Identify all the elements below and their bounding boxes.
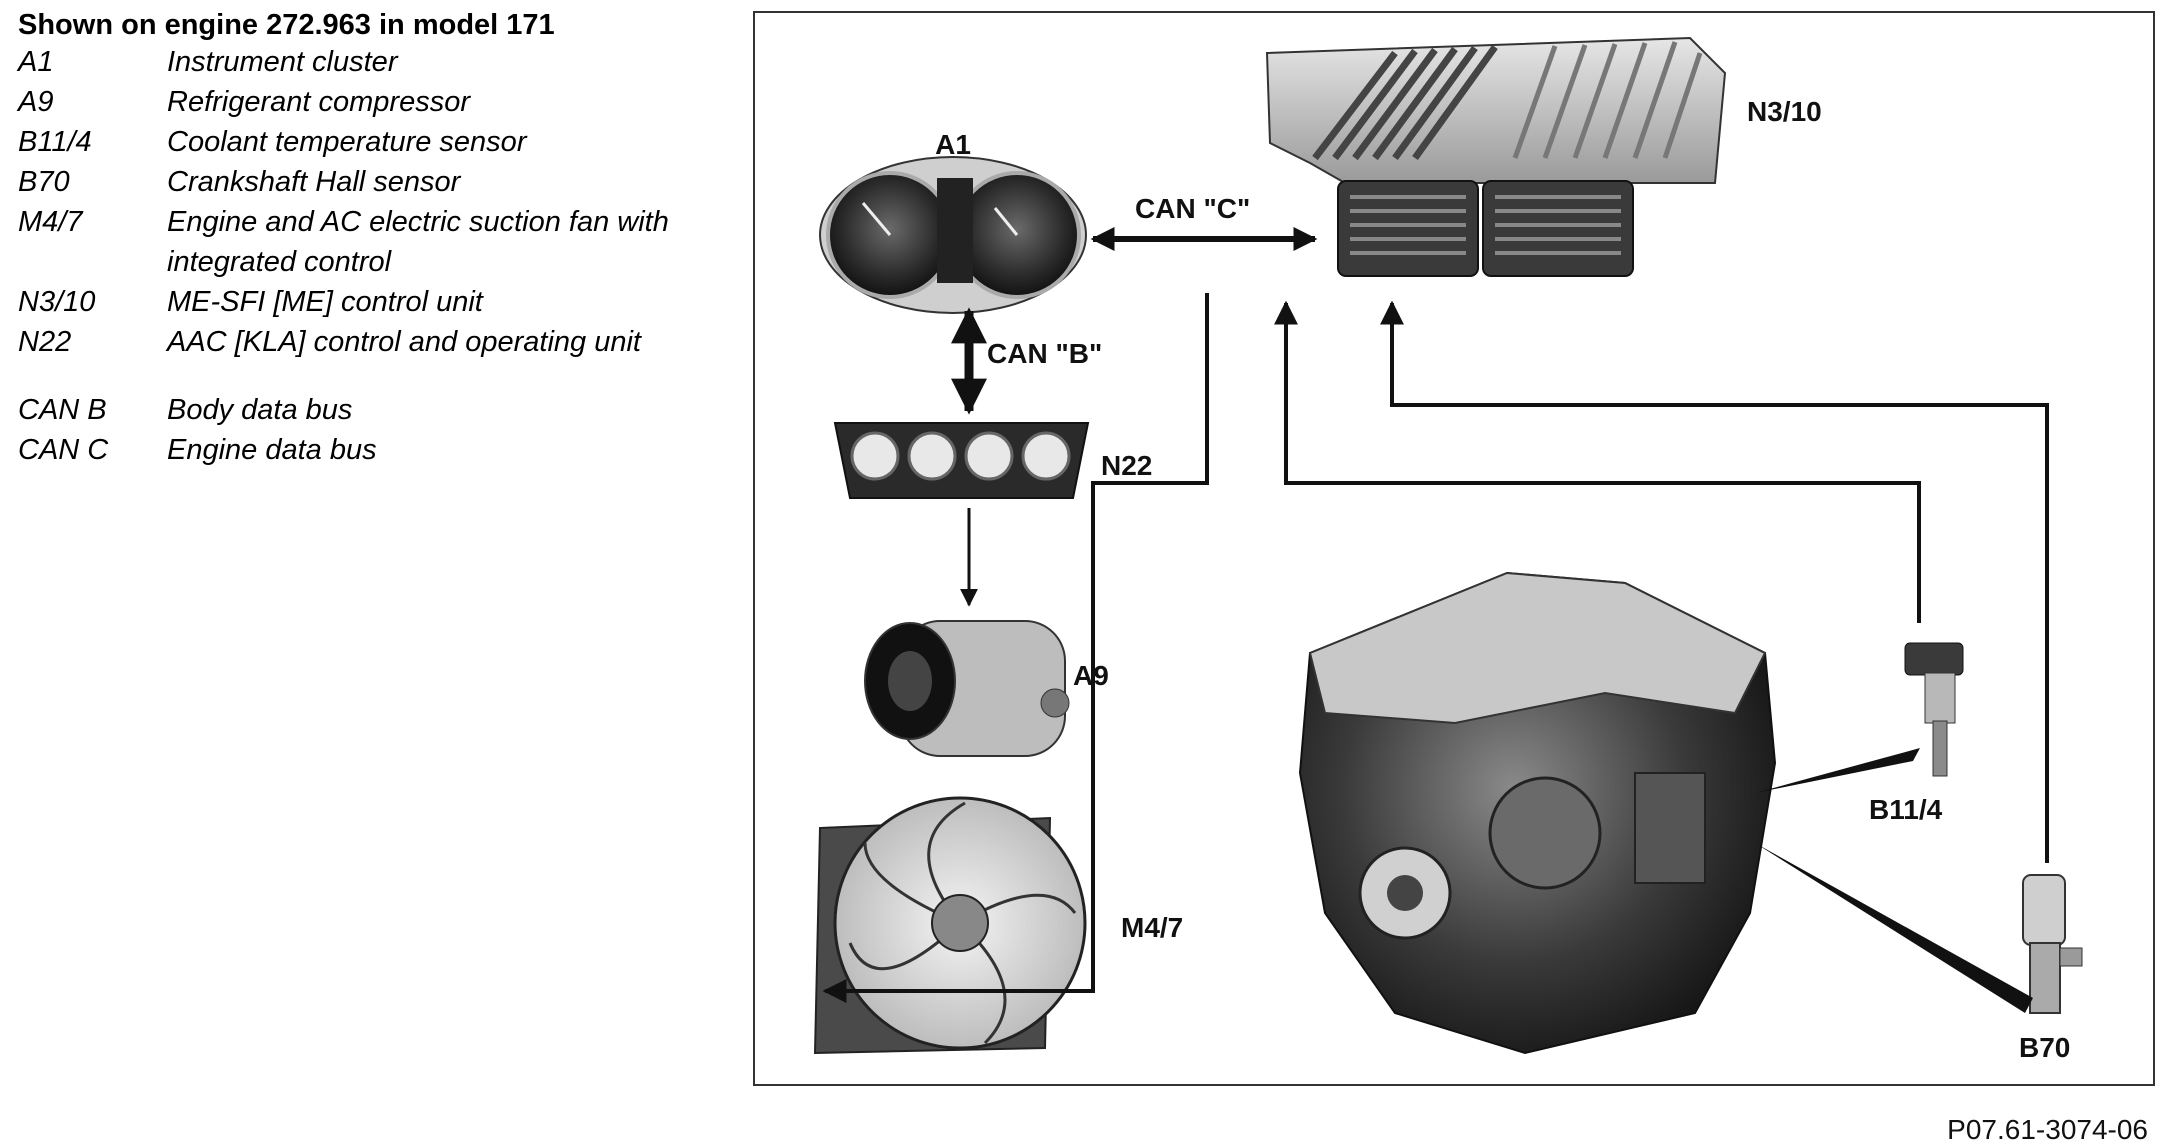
engine-icon (1298, 571, 1777, 1055)
b70-pointer (1755, 843, 2033, 1013)
label-a1: A1 (935, 129, 971, 160)
legend-description: Instrument cluster (167, 46, 398, 78)
legend-code: A1 (18, 46, 54, 78)
legend-item: B11/4 Coolant temperature sensor (18, 122, 718, 162)
b11-4-pointer (1755, 748, 1920, 793)
b70-to-n3-10-line (1380, 300, 2049, 863)
legend-item: A1 Instrument cluster (18, 42, 718, 82)
label-m4-7: M4/7 (1121, 912, 1183, 943)
instrument-cluster-a1-icon (819, 156, 1087, 314)
legend-bus-item: CAN C Engine data bus (18, 430, 718, 470)
diagram-canvas: N3/10 A1 CAN "C" CAN "B" N22 (813, 36, 2083, 1063)
label-b70: B70 (2019, 1032, 2070, 1063)
n3-10-to-m4-7-line (822, 293, 1209, 1003)
diagram-frame: N3/10 A1 CAN "C" CAN "B" N22 (753, 11, 2155, 1086)
legend-description: Refrigerant compressor (167, 86, 470, 118)
legend-title: Shown on engine 272.963 in model 171 (18, 9, 555, 41)
legend-item: B70 Crankshaft Hall sensor (18, 162, 718, 202)
legend-code: CAN C (18, 434, 109, 466)
legend: Shown on engine 272.963 in model 171 A1 … (18, 8, 718, 470)
control-panel-n22-icon (833, 422, 1090, 499)
suction-fan-m4-7-icon (813, 796, 1087, 1055)
legend-description: Engine data bus (167, 434, 377, 466)
control-unit-n3-10-icon (1265, 36, 1727, 277)
legend-code: N3/10 (18, 286, 96, 318)
crankshaft-hall-sensor-b70-icon (2022, 874, 2083, 1014)
label-n3-10: N3/10 (1747, 96, 1822, 127)
legend-item: N22 AAC [KLA] control and operating unit (18, 322, 718, 362)
legend-description: Coolant temperature sensor (167, 126, 527, 158)
legend-code: CAN B (18, 394, 107, 426)
legend-item: M4/7 Engine and AC electric suction fan … (18, 202, 718, 282)
b11-4-to-n3-10-line (1274, 300, 1921, 623)
legend-code: M4/7 (18, 206, 83, 238)
legend-item: N3/10 ME-SFI [ME] control unit (18, 282, 718, 322)
coolant-temperature-sensor-b11-4-icon (1904, 642, 1964, 777)
document-id: P07.61-3074-06 (1947, 1114, 2148, 1145)
legend-item: A9 Refrigerant compressor (18, 82, 718, 122)
legend-description: ME-SFI [ME] control unit (167, 286, 483, 318)
legend-spacer (18, 362, 718, 390)
legend-description: Body data bus (167, 394, 353, 426)
refrigerant-compressor-a9-icon (864, 620, 1070, 757)
label-n22: N22 (1101, 450, 1152, 481)
legend-description: Engine and AC electric suction fan with … (167, 206, 669, 278)
legend-code: B11/4 (18, 126, 92, 158)
label-can-c: CAN "C" (1135, 193, 1250, 224)
label-a9: A9 (1073, 660, 1109, 691)
label-can-b: CAN "B" (987, 338, 1102, 369)
label-b11-4: B11/4 (1869, 794, 1943, 825)
legend-description: Crankshaft Hall sensor (167, 166, 461, 198)
legend-code: A9 (18, 86, 54, 118)
legend-description: AAC [KLA] control and operating unit (167, 326, 641, 358)
legend-code: N22 (18, 326, 72, 358)
legend-code: B70 (18, 166, 70, 198)
legend-bus-item: CAN B Body data bus (18, 390, 718, 430)
